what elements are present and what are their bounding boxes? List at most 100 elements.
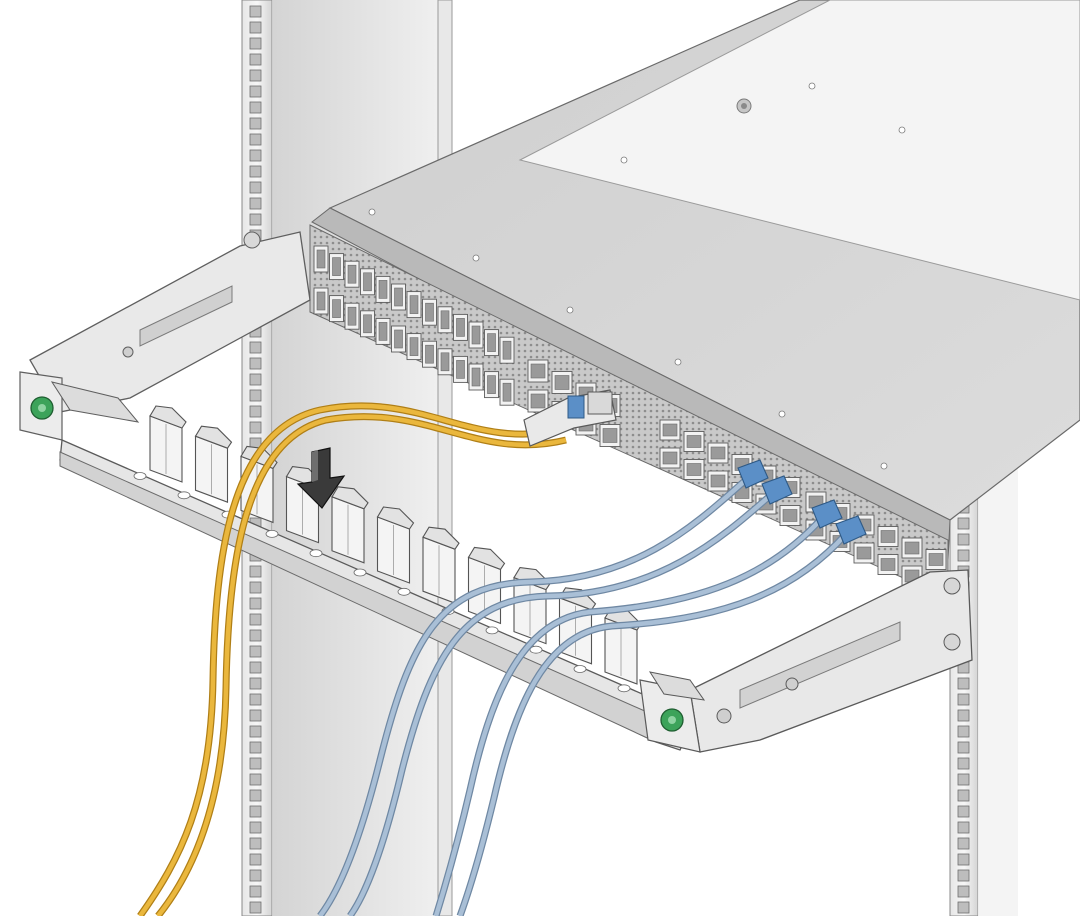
qsfp-port-opening bbox=[456, 318, 465, 337]
rack-hole bbox=[249, 821, 262, 834]
rj45-port-opening bbox=[782, 509, 798, 522]
port-blocks bbox=[313, 245, 947, 598]
qsfp-port-opening bbox=[394, 287, 403, 307]
qsfp-port-opening bbox=[440, 310, 450, 330]
tray-slot bbox=[133, 472, 147, 480]
qsfp-port-opening bbox=[487, 375, 496, 394]
rack-hole bbox=[249, 581, 262, 594]
rack-hole bbox=[249, 421, 262, 434]
rj45-port-opening bbox=[686, 435, 702, 448]
rj45-port-opening bbox=[710, 474, 726, 488]
rack-hole bbox=[249, 885, 262, 898]
tray-slot bbox=[573, 665, 587, 673]
thumbscrew-icon bbox=[660, 708, 684, 732]
qsfp-port-opening bbox=[363, 314, 372, 334]
rack-hole bbox=[957, 709, 970, 722]
rack-hole bbox=[249, 101, 262, 114]
rack-hole bbox=[249, 149, 262, 162]
tray-slot bbox=[529, 645, 543, 654]
cable-clip bbox=[558, 587, 597, 665]
chassis-dots bbox=[368, 82, 906, 470]
rack-hole bbox=[249, 805, 262, 818]
rack-hole bbox=[957, 517, 970, 530]
rack-hole bbox=[249, 645, 262, 658]
rack-hole bbox=[249, 789, 262, 802]
qsfp-port-opening bbox=[440, 352, 450, 372]
rack-hole bbox=[249, 725, 262, 738]
rack-hole bbox=[249, 373, 262, 386]
rack-hole bbox=[957, 885, 970, 898]
thumbscrew-icon bbox=[30, 396, 54, 420]
chassis-dot bbox=[566, 306, 574, 314]
qsfp-port-opening bbox=[316, 249, 326, 269]
rack-hole bbox=[957, 677, 970, 690]
rack-hole bbox=[249, 565, 262, 578]
rack-hole bbox=[957, 533, 970, 546]
copper-cable bbox=[456, 531, 849, 916]
qsfp-port-opening bbox=[487, 333, 496, 352]
rack-hole bbox=[249, 133, 262, 146]
rack-hole bbox=[957, 869, 970, 882]
rack-hole bbox=[249, 837, 262, 850]
rack-hole bbox=[957, 773, 970, 786]
rack-hole bbox=[249, 853, 262, 866]
rack-hole bbox=[957, 693, 970, 706]
qsfp-port-opening bbox=[425, 302, 434, 322]
rack-hole bbox=[957, 549, 970, 562]
rack-hole bbox=[249, 773, 262, 786]
arrow-down-icon bbox=[296, 447, 346, 509]
rack-hole bbox=[957, 725, 970, 738]
fiber-cable-pair bbox=[137, 389, 617, 916]
chassis-dot bbox=[368, 208, 376, 216]
rack-hole bbox=[249, 661, 262, 674]
rj45-port-opening bbox=[928, 553, 944, 566]
rack-hole bbox=[249, 901, 262, 914]
qsfp-port-opening bbox=[378, 280, 388, 299]
cable-clip bbox=[422, 526, 460, 604]
qsfp-port-opening bbox=[471, 367, 481, 387]
copper-cable bbox=[317, 475, 751, 916]
chassis-dot bbox=[674, 358, 682, 366]
rack-hole bbox=[249, 85, 262, 98]
rack-hole bbox=[249, 757, 262, 770]
rack-hole bbox=[249, 117, 262, 130]
rack-hole bbox=[249, 5, 262, 18]
rack-hole bbox=[249, 181, 262, 194]
rack-hole bbox=[249, 341, 262, 354]
chassis-dot bbox=[880, 462, 888, 470]
sfp-port-opening bbox=[530, 363, 546, 379]
rj45-port-opening bbox=[686, 463, 702, 476]
copper-cable bbox=[432, 515, 825, 916]
chassis-dot bbox=[898, 126, 906, 134]
rack-hole bbox=[957, 789, 970, 802]
rack-hole bbox=[249, 213, 262, 226]
chassis-dot bbox=[620, 156, 628, 164]
rj45-connector bbox=[835, 515, 867, 545]
qsfp-port-opening bbox=[456, 360, 465, 379]
rack-post-left bbox=[241, 0, 453, 916]
rack-hole bbox=[249, 357, 262, 370]
rack-hole bbox=[249, 709, 262, 722]
cable-clip bbox=[604, 607, 642, 685]
rack-hole bbox=[249, 629, 262, 642]
rack-hole bbox=[249, 677, 262, 690]
rack-hole bbox=[957, 757, 970, 770]
rack-hole bbox=[957, 837, 970, 850]
qsfp-port-opening bbox=[471, 325, 481, 345]
rj45-port-opening bbox=[880, 558, 896, 571]
rack-hole bbox=[957, 901, 970, 914]
rack-hole bbox=[249, 597, 262, 610]
qsfp-port-opening bbox=[347, 264, 357, 284]
qsfp-port-opening bbox=[394, 329, 403, 349]
qsfp-port-opening bbox=[502, 382, 512, 402]
rack-hole bbox=[249, 613, 262, 626]
rack-hole bbox=[249, 869, 262, 882]
rack-hole bbox=[957, 805, 970, 818]
rack-hole bbox=[249, 69, 262, 82]
rack-hole bbox=[249, 53, 262, 66]
qsfp-port-opening bbox=[425, 344, 434, 364]
rack-hole bbox=[957, 853, 970, 866]
qsfp-port-opening bbox=[316, 291, 326, 311]
copper-cable bbox=[347, 491, 775, 916]
qsfp-port-opening bbox=[502, 340, 512, 360]
